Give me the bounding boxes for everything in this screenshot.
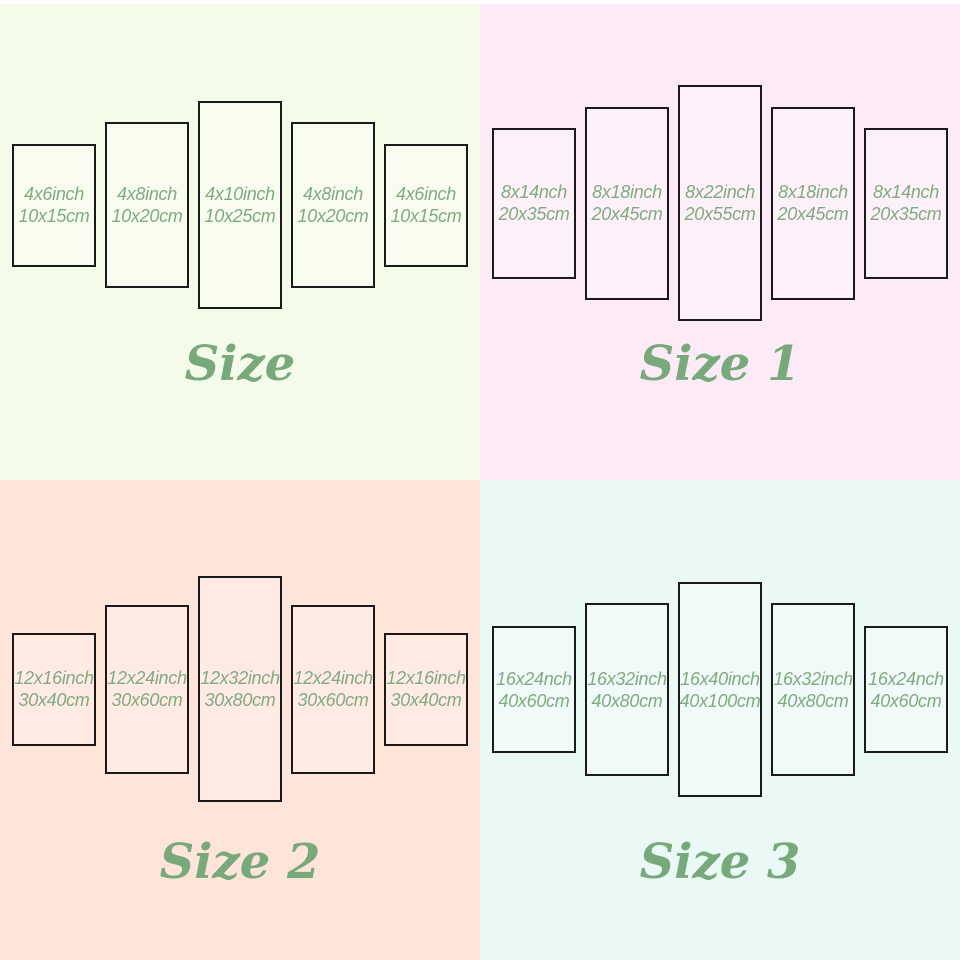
canvas-panel: 4x8inch 10x20cm xyxy=(291,122,375,288)
panel-size-cm: 40x100cm xyxy=(679,690,761,711)
canvas-panel: 8x14nch 20x35cm xyxy=(492,127,576,279)
panel-size-text: 12x24inch 30x60cm xyxy=(293,667,373,711)
panel-size-cm: 10x25cm xyxy=(204,206,276,226)
canvas-panel: 4x10inch 10x25cm xyxy=(198,101,282,309)
panel-size-cm: 30x80cm xyxy=(204,690,276,710)
panel-size-inch: 16x24nch xyxy=(496,668,572,689)
canvas-panel: 12x16inch 30x40cm xyxy=(12,632,96,746)
panel-size-inch: 12x32inch xyxy=(200,668,280,688)
panel-size-cm: 10x15cm xyxy=(18,206,90,226)
canvas-panel: 8x22inch 20x55cm xyxy=(678,85,762,321)
panel-size-cm: 20x45cm xyxy=(591,204,663,224)
panel-size-text: 12x16inch 30x40cm xyxy=(14,667,94,711)
quadrant-size-2: 12x16inch 30x40cm 12x24inch 30x60cm 12x3… xyxy=(0,480,480,960)
canvas-panel: 8x18inch 20x45cm xyxy=(771,106,855,300)
panel-size-inch: 12x24inch xyxy=(107,668,187,688)
panel-size-cm: 30x40cm xyxy=(390,690,462,710)
panel-size-inch: 16x24nch xyxy=(868,668,944,689)
canvas-panel: 12x24inch 30x60cm xyxy=(105,604,189,774)
panel-size-text: 4x10inch 10x25cm xyxy=(205,183,276,227)
panel-size-cm: 20x35cm xyxy=(870,204,942,224)
panel-size-text: 4x6inch 10x15cm xyxy=(19,183,90,227)
canvas-panel: 16x24nch 40x60cm xyxy=(492,626,576,753)
panel-size-cm: 30x40cm xyxy=(18,690,90,710)
panel-size-text: 8x18inch 20x45cm xyxy=(778,181,849,225)
panel-size-cm: 30x60cm xyxy=(111,690,183,710)
panel-size-cm: 40x60cm xyxy=(870,690,942,711)
canvas-panel: 4x6inch 10x15cm xyxy=(384,143,468,267)
canvas-panel: 12x24inch 30x60cm xyxy=(291,604,375,774)
panel-group: 12x16inch 30x40cm 12x24inch 30x60cm 12x3… xyxy=(0,576,480,802)
quadrant-size-1: 8x14nch 20x35cm 8x18inch 20x45cm 8x22inc… xyxy=(480,0,960,480)
panel-size-cm: 40x80cm xyxy=(777,690,849,711)
panel-size-inch: 12x16inch xyxy=(386,668,466,688)
panel-size-text: 4x8inch 10x20cm xyxy=(112,183,183,227)
panel-size-text: 16x32inch 40x80cm xyxy=(587,668,667,712)
panel-size-inch: 16x40inch xyxy=(680,668,760,689)
panel-size-text: 16x24nch 40x60cm xyxy=(868,668,944,712)
panel-size-cm: 10x20cm xyxy=(111,206,183,226)
panel-size-inch: 12x24inch xyxy=(293,668,373,688)
panel-size-inch: 4x6inch xyxy=(396,184,456,204)
canvas-panel: 16x40inch 40x100cm xyxy=(678,582,762,797)
panel-size-cm: 40x80cm xyxy=(591,690,663,711)
panel-size-inch: 8x14nch xyxy=(873,182,939,202)
panel-size-inch: 12x16inch xyxy=(14,668,94,688)
canvas-panel: 16x32inch 40x80cm xyxy=(585,603,669,776)
panel-size-inch: 8x14nch xyxy=(501,182,567,202)
panel-size-cm: 30x60cm xyxy=(297,690,369,710)
panel-size-inch: 4x10inch xyxy=(205,184,275,204)
canvas-panel: 4x8inch 10x20cm xyxy=(105,122,189,288)
panel-size-inch: 8x18inch xyxy=(592,182,662,202)
panel-size-inch: 16x32inch xyxy=(587,668,667,689)
panel-group: 16x24nch 40x60cm 16x32inch 40x80cm 16x40… xyxy=(480,582,960,797)
panel-size-text: 8x22inch 20x55cm xyxy=(685,181,756,225)
size-label: Size xyxy=(184,336,296,392)
panel-size-cm: 20x55cm xyxy=(684,204,756,224)
panel-size-inch: 8x18inch xyxy=(778,182,848,202)
panel-size-text: 12x24inch 30x60cm xyxy=(107,667,187,711)
top-white-strip xyxy=(0,0,960,4)
canvas-panel: 16x24nch 40x60cm xyxy=(864,626,948,753)
canvas-panel: 12x32inch 30x80cm xyxy=(198,576,282,802)
size-label: Size 3 xyxy=(639,834,801,890)
size-label: Size 1 xyxy=(639,336,801,392)
panel-size-cm: 20x35cm xyxy=(498,204,570,224)
panel-size-text: 4x8inch 10x20cm xyxy=(298,183,369,227)
panel-size-inch: 8x22inch xyxy=(685,182,755,202)
panel-size-text: 8x14nch 20x35cm xyxy=(871,181,942,225)
panel-size-text: 12x16inch 30x40cm xyxy=(386,667,466,711)
canvas-panel: 4x6inch 10x15cm xyxy=(12,143,96,267)
canvas-panel: 8x18inch 20x45cm xyxy=(585,106,669,300)
canvas-panel: 12x16inch 30x40cm xyxy=(384,632,468,746)
canvas-panel: 16x32inch 40x80cm xyxy=(771,603,855,776)
panel-size-inch: 16x32inch xyxy=(773,668,853,689)
quadrant-size-3: 16x24nch 40x60cm 16x32inch 40x80cm 16x40… xyxy=(480,480,960,960)
panel-group: 8x14nch 20x35cm 8x18inch 20x45cm 8x22inc… xyxy=(480,85,960,321)
panel-size-text: 16x24nch 40x60cm xyxy=(496,668,572,712)
panel-size-inch: 4x6inch xyxy=(24,184,84,204)
panel-size-cm: 10x15cm xyxy=(390,206,462,226)
panel-size-text: 16x40inch 40x100cm xyxy=(680,668,761,712)
panel-size-text: 16x32inch 40x80cm xyxy=(773,668,853,712)
panel-size-text: 8x18inch 20x45cm xyxy=(592,181,663,225)
quadrant-size: 4x6inch 10x15cm 4x8inch 10x20cm 4x10inch… xyxy=(0,0,480,480)
panel-size-cm: 20x45cm xyxy=(777,204,849,224)
size-label: Size 2 xyxy=(159,834,321,890)
canvas-panel: 8x14nch 20x35cm xyxy=(864,127,948,279)
panel-size-inch: 4x8inch xyxy=(303,184,363,204)
panel-size-text: 4x6inch 10x15cm xyxy=(391,183,462,227)
panel-size-text: 8x14nch 20x35cm xyxy=(499,181,570,225)
panel-size-cm: 40x60cm xyxy=(498,690,570,711)
panel-group: 4x6inch 10x15cm 4x8inch 10x20cm 4x10inch… xyxy=(0,101,480,309)
panel-size-text: 12x32inch 30x80cm xyxy=(200,667,280,711)
panel-size-cm: 10x20cm xyxy=(297,206,369,226)
panel-size-inch: 4x8inch xyxy=(117,184,177,204)
